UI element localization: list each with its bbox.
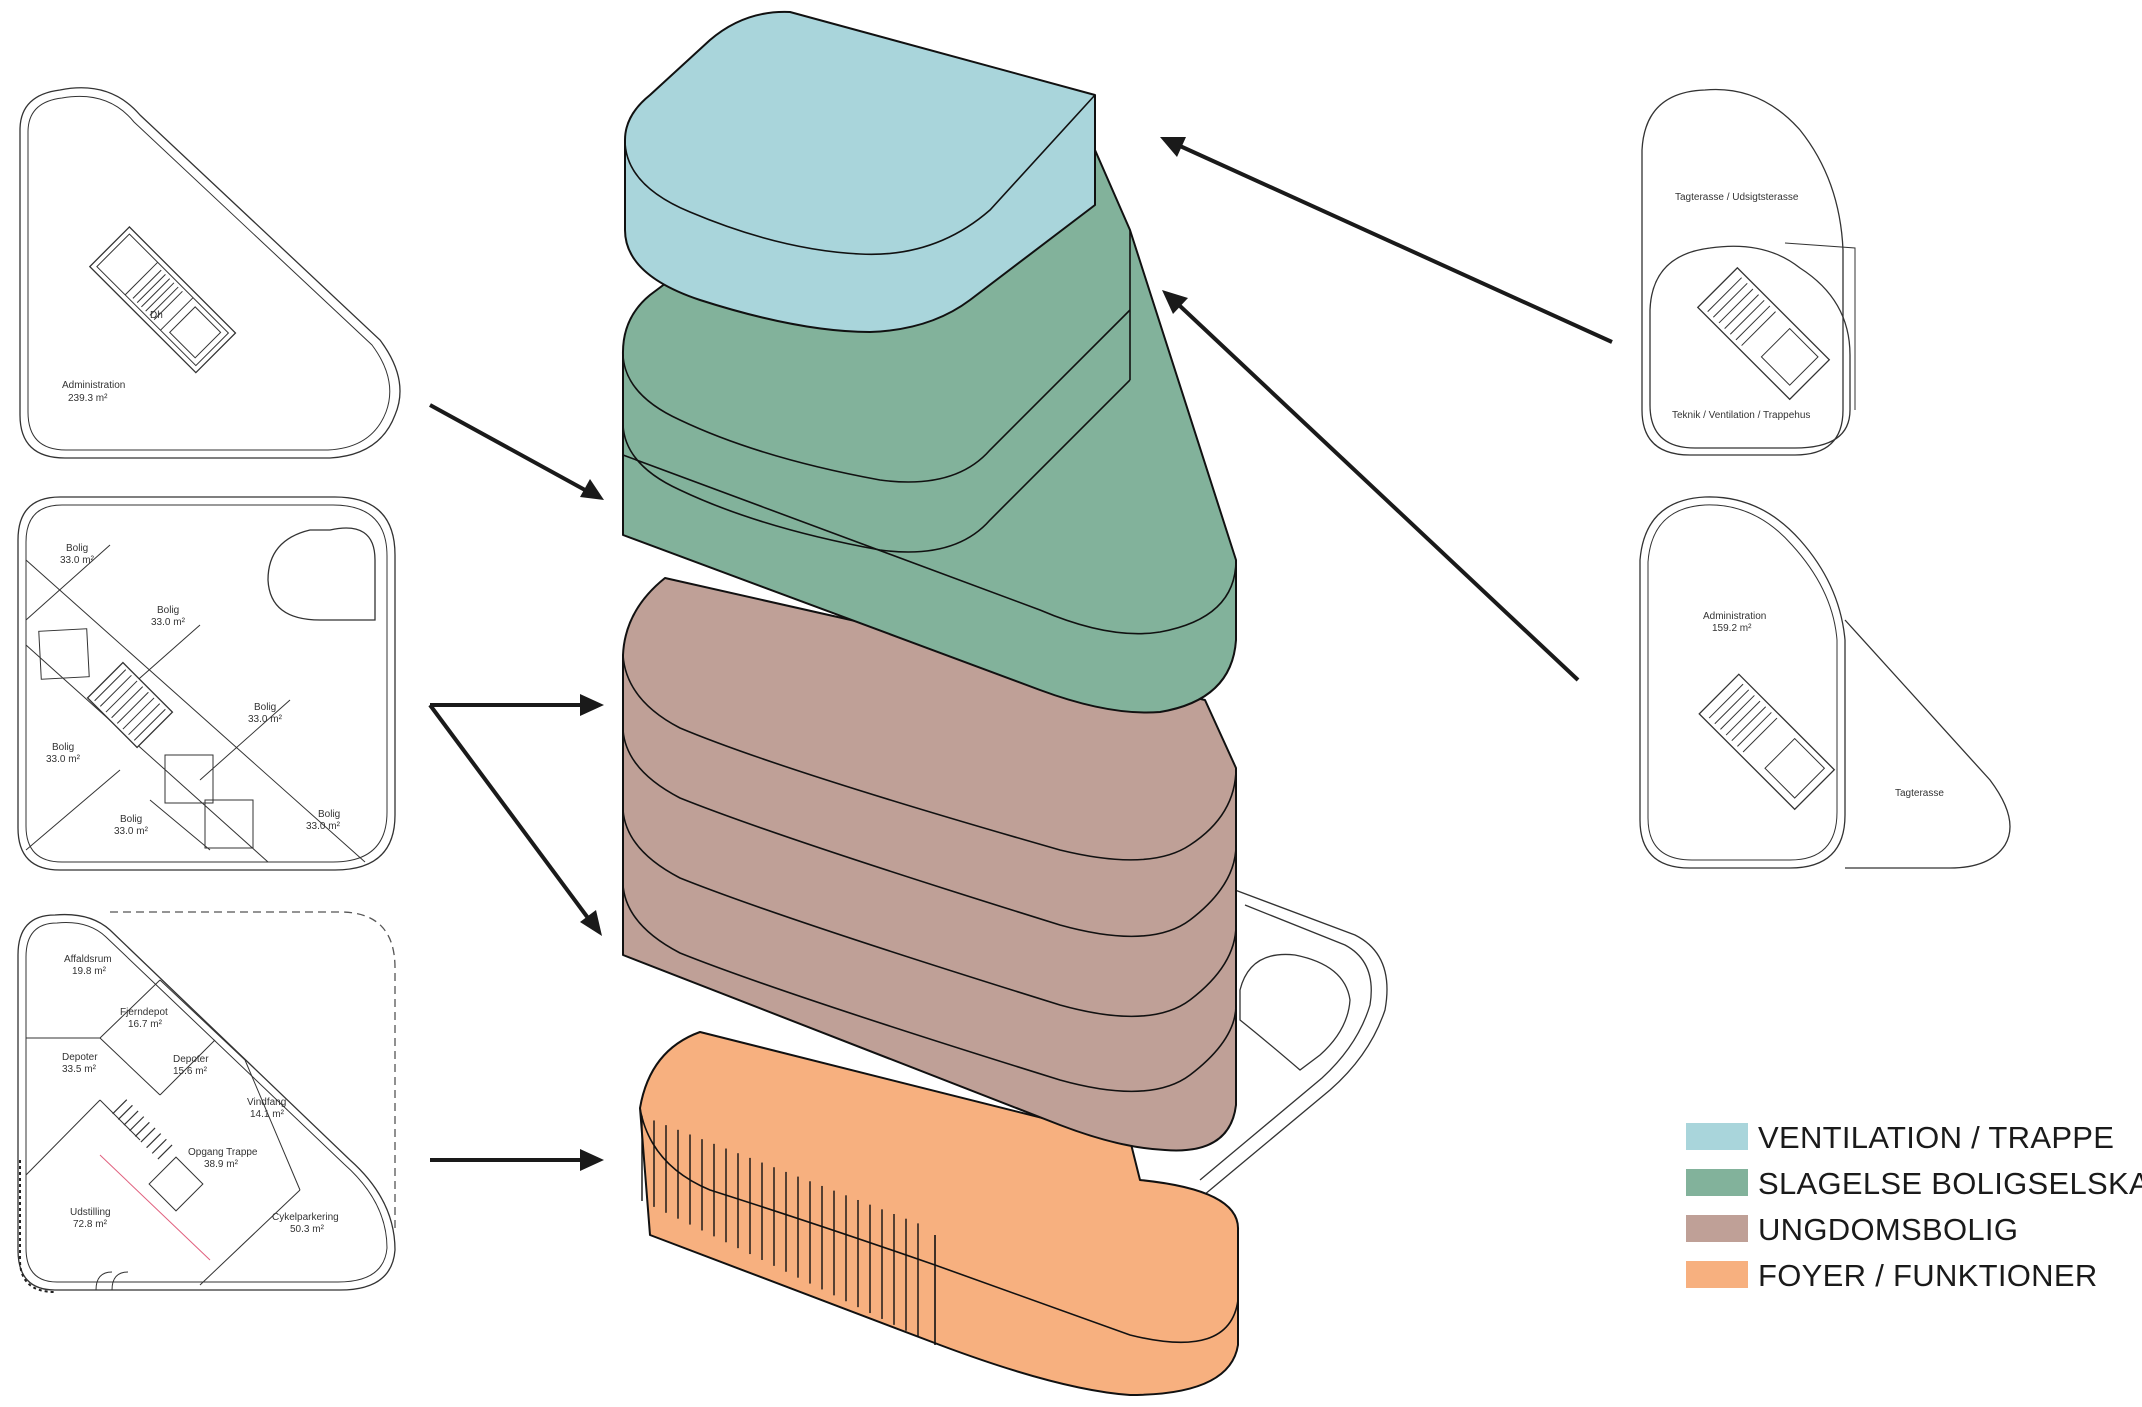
volume-foyer-body	[639, 1031, 1240, 1396]
legend-label: FOYER / FUNKTIONER	[1758, 1258, 2098, 1293]
arrow-roof-to-blue	[1160, 137, 1613, 344]
plan-bolig: Bolig 33.0 m² Bolig 33.0 m² Bolig 33.0 m…	[17, 496, 396, 871]
roof-terrace-label: Tagterasse / Udsigtsterasse	[1675, 192, 1799, 203]
room-name: Udstilling	[70, 1207, 111, 1218]
arrow-bolig-to-brown-top	[430, 694, 604, 716]
room-area: 50.3 m²	[290, 1224, 325, 1235]
room-name: Vindfang	[247, 1097, 286, 1108]
roof-core-label: Teknik / Ventilation / Trappehus	[1672, 410, 1810, 421]
room-area: 72.8 m²	[73, 1219, 108, 1230]
plan-ground: Affaldsrum 19.8 m² Fjerndepot 16.7 m² De…	[17, 911, 396, 1293]
legend-item-boligselskab: SLAGELSE BOLIGSELSKAB	[1686, 1166, 2142, 1201]
legend: VENTILATION / TRAPPE SLAGELSE BOLIGSELSK…	[1686, 1120, 2142, 1293]
legend-swatch	[1686, 1123, 1748, 1150]
room-name: Depoter	[173, 1054, 209, 1065]
plan-administration-left: Administration 239.3 m² Dh	[19, 87, 401, 459]
room-name: Cykelparkering	[272, 1212, 339, 1223]
room-name: Affaldsrum	[64, 954, 112, 965]
site-outline	[1149, 889, 1388, 1241]
room-area: 14.1 m²	[250, 1109, 285, 1120]
room-name: Bolig	[157, 605, 179, 616]
room-area: 33.0 m²	[248, 714, 283, 725]
arrow-ground-to-orange	[430, 1149, 604, 1171]
room-area: 19.8 m²	[72, 966, 107, 977]
building-volumes	[621, 10, 1388, 1396]
room-area: 33.0 m²	[46, 754, 81, 765]
volume-ungdomsbolig-body	[622, 577, 1237, 1152]
legend-label: UNGDOMSBOLIG	[1758, 1212, 2018, 1247]
arrows	[428, 137, 1613, 1171]
room-name: Administration	[1703, 611, 1766, 622]
room-name: Fjerndepot	[120, 1007, 168, 1018]
legend-item-ungdomsbolig: UNGDOMSBOLIG	[1686, 1212, 2018, 1247]
volume-ungdomsbolig	[622, 577, 1237, 1152]
room-name: Bolig	[254, 702, 276, 713]
legend-swatch	[1686, 1169, 1748, 1196]
room-area: 33.5 m²	[62, 1064, 97, 1075]
legend-swatch	[1686, 1261, 1748, 1288]
terrace-label: Tagterasse	[1895, 788, 1944, 799]
arrow-admin-to-green	[429, 403, 604, 500]
legend-label: VENTILATION / TRAPPE	[1758, 1120, 2114, 1155]
room-small: Dh	[150, 310, 163, 321]
volume-ventilation-body	[624, 10, 1096, 333]
plan-administration-right: Administration 159.2 m² Tagterasse	[1639, 496, 2011, 869]
room-area: 33.0 m²	[60, 555, 95, 566]
room-name: Depoter	[62, 1052, 98, 1063]
plan-roof: Tagterasse / Udsigtsterasse Teknik / Ven…	[1641, 88, 1856, 456]
room-area: 159.2 m²	[1712, 623, 1752, 634]
facade-ribs	[641, 1115, 919, 1337]
room-area: 38.9 m²	[204, 1159, 239, 1170]
room-name: Bolig	[66, 543, 88, 554]
room-name: Administration	[62, 380, 125, 391]
room-name: Bolig	[318, 809, 340, 820]
room-name: Opgang Trappe	[188, 1147, 258, 1158]
legend-item-ventilation: VENTILATION / TRAPPE	[1686, 1120, 2114, 1155]
room-area: 15.6 m²	[173, 1066, 208, 1077]
room-area: 33.0 m²	[306, 821, 341, 832]
volume-ventilation	[624, 10, 1096, 333]
room-area: 33.0 m²	[151, 617, 186, 628]
volume-foyer	[639, 1031, 1240, 1396]
room-name: Bolig	[120, 814, 142, 825]
room-area: 239.3 m²	[68, 393, 108, 404]
arrow-bolig-to-brown-bottom	[428, 703, 602, 936]
legend-label: SLAGELSE BOLIGSELSKAB	[1758, 1166, 2142, 1201]
room-name: Bolig	[52, 742, 74, 753]
legend-item-foyer: FOYER / FUNKTIONER	[1686, 1258, 2098, 1293]
legend-swatch	[1686, 1215, 1748, 1242]
arrow-adminright-to-green	[1162, 290, 1580, 682]
room-area: 33.0 m²	[114, 826, 149, 837]
room-area: 16.7 m²	[128, 1019, 163, 1030]
